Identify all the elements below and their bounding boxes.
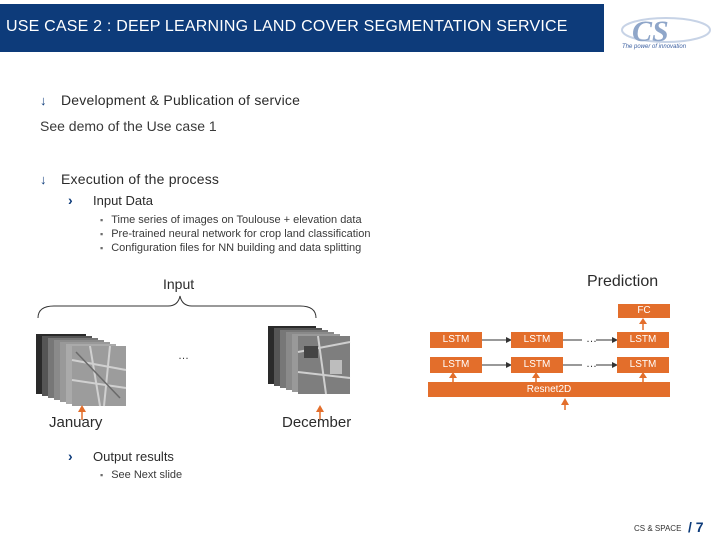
list-item: Pre-trained neural network for crop land… bbox=[100, 228, 370, 240]
lstm-label: LSTM bbox=[523, 359, 551, 370]
images-ellipsis: … bbox=[178, 350, 189, 362]
december-image-stack bbox=[268, 326, 351, 395]
output-results-heading: Output results bbox=[93, 449, 174, 464]
december-label: December bbox=[282, 414, 352, 431]
svg-text:CS: CS bbox=[632, 15, 669, 48]
section-heading-development: Development & Publication of service bbox=[61, 92, 301, 108]
lstm-box: LSTM bbox=[511, 357, 563, 373]
logo-tagline: The power of innovation bbox=[622, 44, 687, 50]
lstm-label: LSTM bbox=[442, 334, 470, 345]
slide-title: USE CASE 2 : DEEP LEARNING LAND COVER SE… bbox=[6, 18, 568, 35]
prediction-label: Prediction bbox=[587, 273, 659, 290]
lstm-ellipsis: … bbox=[586, 358, 597, 370]
lstm-box: LSTM bbox=[617, 357, 669, 373]
list-item: See Next slide bbox=[100, 469, 182, 481]
fc-layer-box: FC bbox=[618, 304, 670, 318]
resnet-layer-box: Resnet2D bbox=[428, 382, 670, 397]
cs-logo: CS bbox=[621, 15, 711, 48]
lstm-label: LSTM bbox=[629, 334, 657, 345]
lstm-label: LSTM bbox=[629, 359, 657, 370]
input-label: Input bbox=[163, 276, 195, 292]
arrow-bullet-icon: ↓ bbox=[40, 93, 47, 108]
input-data-heading: Input Data bbox=[93, 193, 153, 208]
arrow-bullet-icon: ↓ bbox=[40, 172, 47, 187]
resnet-label: Resnet2D bbox=[526, 384, 572, 395]
chevron-right-icon: › bbox=[68, 192, 73, 208]
chevron-right-icon: › bbox=[68, 448, 73, 464]
title-bar: USE CASE 2 : DEEP LEARNING LAND COVER SE… bbox=[0, 4, 604, 52]
lstm-box: LSTM bbox=[511, 332, 563, 348]
lstm-box: LSTM bbox=[430, 332, 482, 348]
lstm-ellipsis: … bbox=[586, 333, 597, 345]
january-label: January bbox=[49, 414, 103, 431]
page-number: / 7 bbox=[688, 519, 704, 535]
demo-text: See demo of the Use case 1 bbox=[40, 118, 217, 134]
lstm-label: LSTM bbox=[523, 334, 551, 345]
lstm-box: LSTM bbox=[430, 357, 482, 373]
lstm-box: LSTM bbox=[617, 332, 669, 348]
list-item: Time series of images on Toulouse + elev… bbox=[100, 214, 361, 226]
lstm-label: LSTM bbox=[442, 359, 470, 370]
section-heading-execution: Execution of the process bbox=[61, 171, 220, 187]
fc-label: FC bbox=[637, 305, 651, 316]
list-item: Configuration files for NN building and … bbox=[100, 242, 361, 254]
january-image-stack bbox=[36, 334, 127, 407]
footer-brand: CS & SPACE bbox=[634, 524, 682, 533]
